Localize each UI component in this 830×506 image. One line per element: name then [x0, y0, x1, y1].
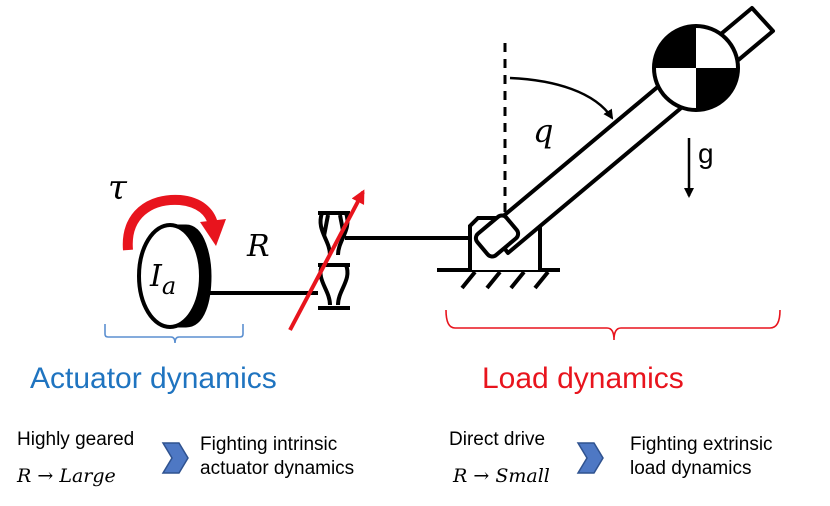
actuator-brace	[104, 324, 244, 344]
load-formula-lhs: R	[453, 465, 468, 487]
link-base-block	[473, 213, 521, 259]
actuator-formula: R → Large	[17, 465, 116, 487]
load-formula-rhs: Small	[495, 465, 550, 487]
actuator-result-line1: Fighting intrinsic	[200, 434, 338, 455]
load-condition: Direct drive	[449, 429, 546, 450]
ground-base	[437, 268, 560, 290]
load-result-line1: Fighting extrinsic	[630, 434, 773, 455]
torque-label: τ	[108, 168, 127, 208]
actuator-formula-lhs: R	[17, 465, 32, 487]
actuator-formula-rhs: Large	[59, 465, 116, 487]
load-result-line2: load dynamics	[630, 457, 752, 479]
load-implies-arrow	[576, 442, 604, 474]
torque-arrow	[122, 194, 218, 251]
gear-ratio-arrow	[288, 189, 365, 331]
inertia-label: Ia	[150, 259, 176, 299]
inertia-label-base: I	[150, 259, 162, 294]
gear-ratio-label: R	[247, 229, 270, 264]
load-formula-arrow: →	[473, 465, 490, 487]
inertia-label-subscript: a	[161, 272, 177, 300]
actuator-result: Fighting intrinsic actuator dynamics	[200, 433, 354, 481]
center-of-mass-icon	[652, 24, 740, 112]
torque-arrowhead	[200, 219, 226, 246]
actuator-dynamics-title: Actuator dynamics	[30, 362, 277, 395]
gravity-label: g	[698, 138, 714, 169]
actuator-condition: Highly geared	[17, 429, 135, 450]
actuator-formula-arrow: →	[37, 465, 54, 487]
load-formula: R → Small	[453, 465, 550, 487]
actuator-rotor	[137, 223, 212, 329]
load-brace	[445, 309, 781, 341]
joint-angle-label: q	[533, 112, 554, 150]
load-result: Fighting extrinsic load dynamics	[630, 433, 773, 481]
load-dynamics-title: Load dynamics	[482, 362, 684, 395]
actuator-implies-arrow	[161, 442, 189, 474]
angle-arc	[509, 76, 614, 120]
actuator-result-line2: actuator dynamics	[200, 457, 355, 479]
